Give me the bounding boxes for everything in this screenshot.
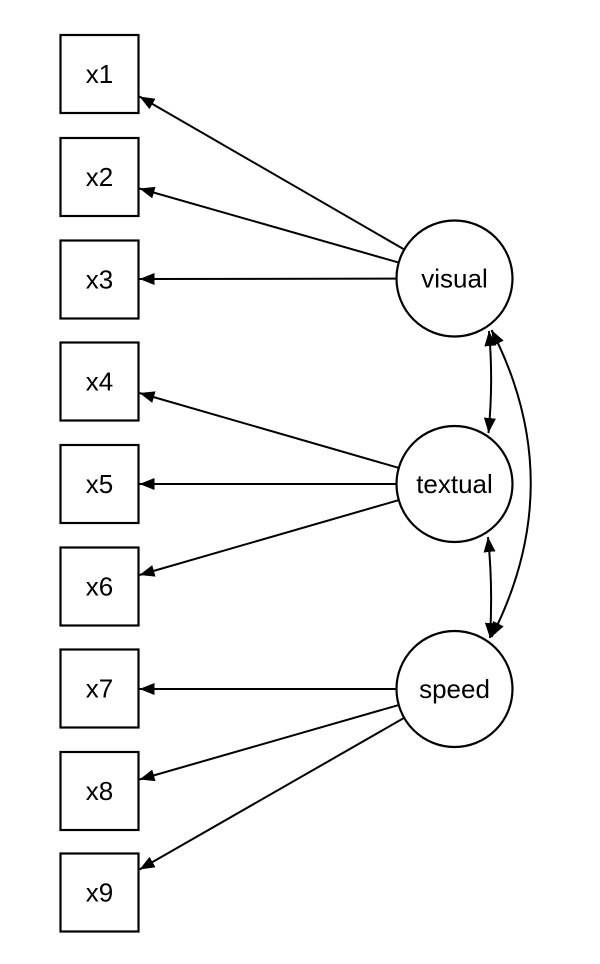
latent-nodes [395, 219, 514, 749]
latent-node-speed-label: speed [419, 674, 490, 704]
latent-node-textual-label: textual [416, 469, 493, 499]
manifest-node-x7-label: x7 [86, 674, 113, 704]
covariance-textual-speed [483, 536, 497, 639]
manifest-node-x9-label: x9 [86, 878, 113, 908]
manifest-node-x4-label: x4 [86, 367, 113, 397]
latent-node-speed [395, 629, 514, 749]
latent-node-visual [395, 219, 514, 338]
manifest-node-x4 [59, 341, 140, 422]
manifest-node-x3-label: x3 [86, 265, 113, 295]
manifest-node-x2 [59, 136, 140, 218]
latent-node-visual-label: visual [421, 264, 487, 294]
manifest-node-x1 [59, 33, 140, 115]
edge-speed-x9 [139, 688, 455, 871]
manifest-node-x1-label: x1 [86, 59, 113, 89]
manifest-node-x8 [59, 750, 140, 832]
manifest-nodes [59, 33, 140, 933]
manifest-node-x5 [59, 443, 140, 525]
node-labels: x1 x2 x3 x4 x5 x6 x7 x8 x9 visual textua… [86, 59, 493, 908]
manifest-node-x9 [59, 852, 140, 933]
manifest-node-x5-label: x5 [86, 469, 113, 499]
manifest-node-x3 [59, 239, 140, 320]
manifest-node-x8-label: x8 [86, 776, 113, 806]
manifest-node-x6-label: x6 [86, 572, 113, 602]
manifest-node-x2-label: x2 [86, 162, 113, 192]
manifest-node-x6 [59, 546, 140, 627]
edge-visual-x1 [138, 95, 456, 280]
manifest-node-x7 [59, 648, 140, 729]
covariance-visual-textual [483, 330, 497, 434]
covariance-edges [483, 329, 532, 639]
latent-node-textual [395, 424, 514, 544]
covariance-visual-speed [490, 329, 532, 638]
